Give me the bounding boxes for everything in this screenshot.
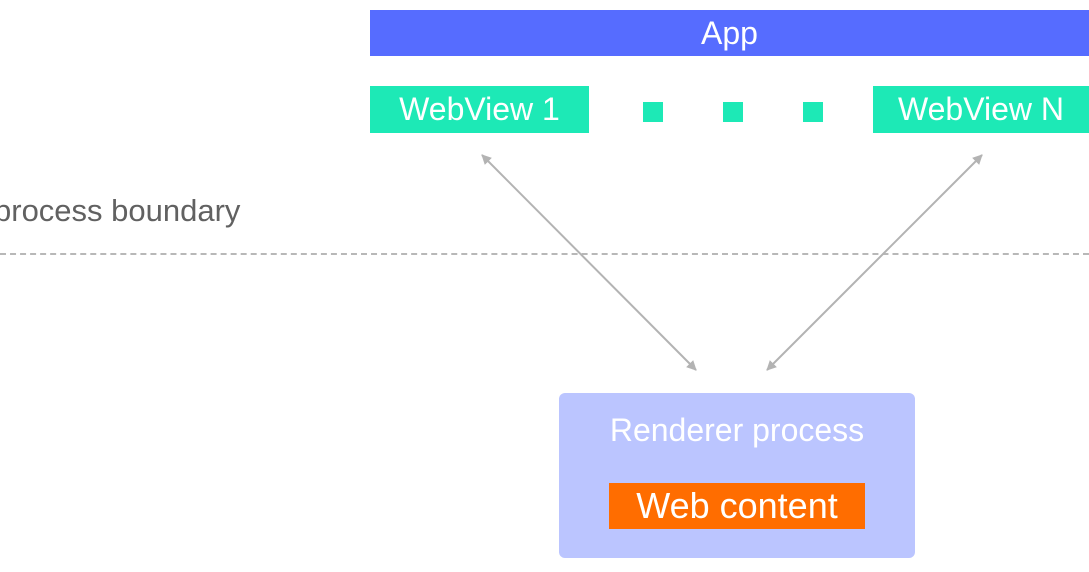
- renderer-process-box: [559, 393, 915, 558]
- ellipsis-dot-icon: [803, 102, 823, 122]
- webview-n-renderer-arrow: [766, 154, 983, 371]
- process-boundary-label: process boundary: [0, 193, 241, 228]
- renderer-process-label: Renderer process: [609, 412, 865, 448]
- ellipsis-dot-icon: [643, 102, 663, 122]
- webview-1-label: WebView 1: [399, 91, 560, 127]
- web-content-label: Web content: [636, 485, 838, 526]
- app-bar: App: [370, 10, 1089, 56]
- app-label: App: [701, 14, 758, 51]
- ellipsis-dot-icon: [723, 102, 743, 122]
- web-content-box: Web content: [609, 483, 865, 529]
- webview-1-box: WebView 1: [370, 86, 589, 133]
- webview-1-renderer-arrow: [481, 154, 697, 371]
- webview-n-label: WebView N: [898, 91, 1064, 127]
- webview-n-box: WebView N: [873, 86, 1089, 133]
